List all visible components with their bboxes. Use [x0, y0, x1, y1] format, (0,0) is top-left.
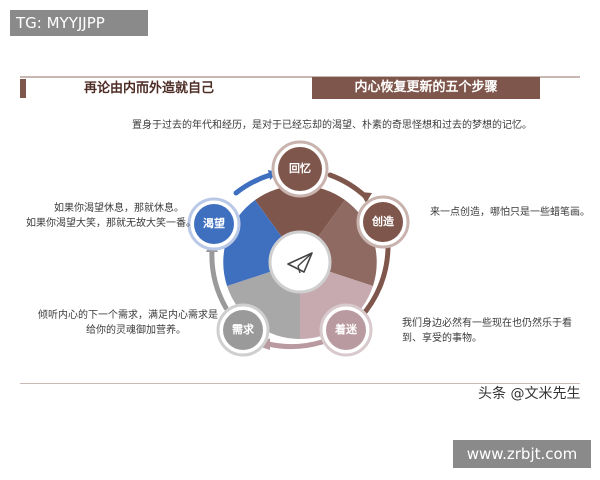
pie-segment-recall: [255, 185, 345, 262]
desire-description-line-2: 如果你渴望大笑，那就无故大笑一番。: [26, 218, 196, 229]
header-left-title: 再论由内而外造就自己: [84, 81, 215, 96]
fascinate-description-line-2: 到、享受的事物。: [402, 333, 482, 344]
step-node-desire: 渴望: [187, 197, 241, 251]
top-watermark-badge: TG: MYYJJPP: [10, 10, 148, 36]
paper-plane-icon: [287, 252, 313, 274]
need-description-line-1: 倾听内心的下一个需求，满足内心需求是: [38, 310, 218, 321]
header-right-title: 内心恢复更新的五个步骤: [312, 77, 540, 99]
bottom-url-badge: www.zrbjt.com: [453, 440, 591, 468]
center-pie: [223, 185, 377, 339]
step-node-fascinate: 着迷: [319, 303, 373, 357]
fascinate-description-line-1: 我们身边必然有一些现在也仍然乐于看: [402, 318, 572, 329]
step-label-recall: 回忆: [289, 161, 311, 175]
step-label-create: 创造: [371, 214, 395, 228]
step-node-create: 创造: [356, 195, 410, 249]
step-node-recall: 回忆: [271, 140, 329, 198]
source-watermark: 头条 @文米先生: [478, 386, 581, 402]
header-divider: [20, 76, 580, 78]
cycle-arc-desire-recall: [233, 172, 273, 196]
center-circle: [268, 230, 332, 294]
desire-description-line-1: 如果你渴望休息，那就休息。: [54, 203, 184, 214]
step-label-desire: 渴望: [203, 216, 225, 230]
create-description: 来一点创造，哪怕只是一些蜡笔画。: [430, 207, 590, 218]
need-description-line-2: 给你的灵魂御加营养。: [86, 325, 186, 336]
bottom-divider: [20, 383, 580, 384]
cycle-arc-need-desire: [209, 247, 229, 311]
step-label-fascinate: 着迷: [334, 322, 358, 336]
cycle-arc-fascinate-need: [265, 339, 325, 350]
arrow-to-create: [360, 192, 372, 203]
header-left-accent: [20, 79, 26, 98]
step-label-need: 需求: [232, 322, 255, 336]
cycle-arc-recall-create: [327, 172, 369, 200]
intro-text: 置身于过去的年代和经历，是对于已经忘却的渴望、朴素的奇思怪想和过去的梦想的记忆。: [132, 120, 532, 131]
step-node-need: 需求: [216, 303, 270, 357]
